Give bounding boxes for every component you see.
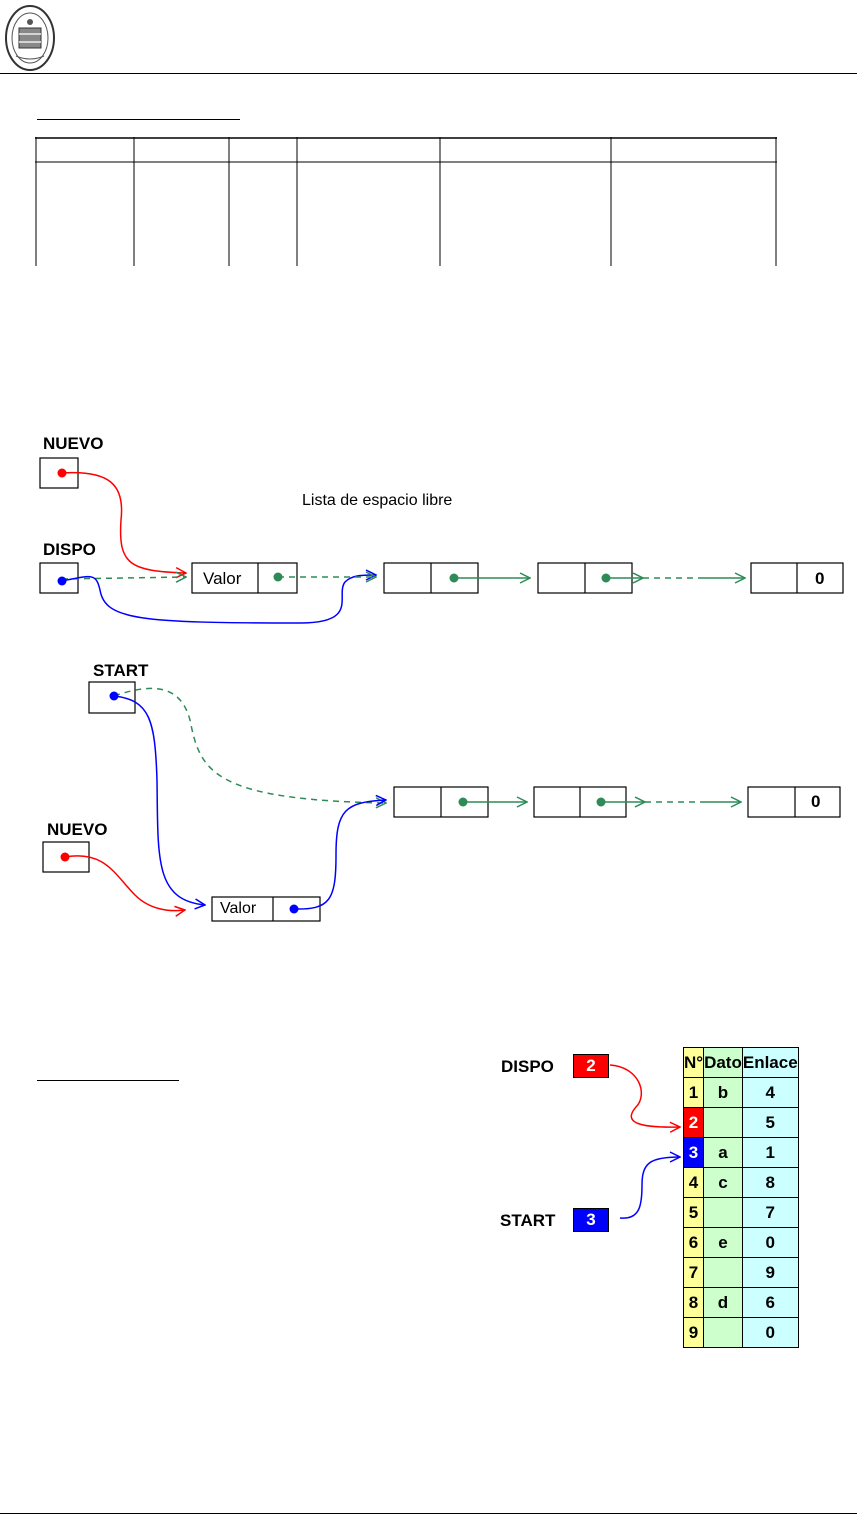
dispo-label: DISPO xyxy=(43,540,96,559)
section-heading-underline xyxy=(37,1080,179,1081)
table-row: 9 0 xyxy=(682,1317,799,1348)
nuevo-label: NUEVO xyxy=(47,820,108,839)
cell-n: 8 xyxy=(682,1287,705,1318)
memory-table: N° Dato Enlace 1 b 4 2 5 3 a 1 4 c 8 5 7… xyxy=(682,1047,799,1348)
cell-enlace: 0 xyxy=(741,1317,799,1348)
valor-text: Valor xyxy=(220,900,257,917)
cell-dato: e xyxy=(703,1227,743,1258)
section-heading-underline xyxy=(37,119,240,120)
cell-dato: b xyxy=(703,1077,743,1108)
cell-n: 1 xyxy=(682,1077,705,1108)
cell-n: 7 xyxy=(682,1257,705,1288)
insert-list-diagram xyxy=(42,681,841,922)
table-row: 8 d 6 xyxy=(682,1287,799,1318)
table-row: 2 5 xyxy=(682,1107,799,1138)
cell-n: 3 xyxy=(682,1137,705,1168)
cell-dato: d xyxy=(703,1287,743,1318)
footer-rule xyxy=(0,1513,857,1514)
memory-arrows xyxy=(609,1064,690,1219)
dispo-pointer-box xyxy=(39,562,79,594)
start-label: START xyxy=(500,1211,556,1230)
start-value-box: 3 xyxy=(573,1208,609,1232)
table-row: 4 c 8 xyxy=(682,1167,799,1198)
dispo-value-box: 2 xyxy=(573,1054,609,1078)
empty-table xyxy=(35,137,777,266)
table-row: 5 7 xyxy=(682,1197,799,1228)
cell-n: 4 xyxy=(682,1167,705,1198)
header-n: N° xyxy=(682,1047,705,1078)
cell-n: 5 xyxy=(682,1197,705,1228)
header-enlace: Enlace xyxy=(741,1047,799,1078)
cell-dato: c xyxy=(703,1167,743,1198)
end-value: 0 xyxy=(815,569,825,588)
nuevo-label: NUEVO xyxy=(43,434,104,453)
dispo-label: DISPO xyxy=(501,1057,554,1076)
end-value: 0 xyxy=(811,792,821,811)
cell-enlace: 9 xyxy=(741,1257,799,1288)
cell-dato xyxy=(703,1257,743,1288)
start-arrow xyxy=(113,695,205,905)
free-list-label: Lista de espacio libre xyxy=(302,492,453,509)
start-label: START xyxy=(93,661,149,680)
cell-enlace: 8 xyxy=(741,1167,799,1198)
cell-enlace: 4 xyxy=(741,1077,799,1108)
table-row: 6 e 0 xyxy=(682,1227,799,1258)
valor-text: Valor xyxy=(203,569,242,588)
cell-enlace: 7 xyxy=(741,1197,799,1228)
nuevo-arrow xyxy=(61,471,186,573)
header-rule xyxy=(0,73,857,74)
cell-dato xyxy=(703,1197,743,1228)
cell-dato: a xyxy=(703,1137,743,1168)
cell-enlace: 6 xyxy=(741,1287,799,1318)
header-dato: Dato xyxy=(703,1047,743,1078)
cell-enlace: 5 xyxy=(741,1107,799,1138)
cell-dato xyxy=(703,1107,743,1138)
free-list-diagram xyxy=(39,457,844,624)
cell-enlace: 0 xyxy=(741,1227,799,1258)
table-row: 7 9 xyxy=(682,1257,799,1288)
dispo-arrow xyxy=(61,575,376,624)
cell-n: 2 xyxy=(682,1107,705,1138)
cell-dato xyxy=(703,1317,743,1348)
nuevo-arrow xyxy=(64,855,185,911)
cell-n: 6 xyxy=(682,1227,705,1258)
cell-enlace: 1 xyxy=(741,1137,799,1168)
table-row: 3 a 1 xyxy=(682,1137,799,1168)
university-seal-icon xyxy=(4,4,56,72)
cell-n: 9 xyxy=(682,1317,705,1348)
table-header-row: N° Dato Enlace xyxy=(682,1047,799,1078)
table-row: 1 b 4 xyxy=(682,1077,799,1108)
